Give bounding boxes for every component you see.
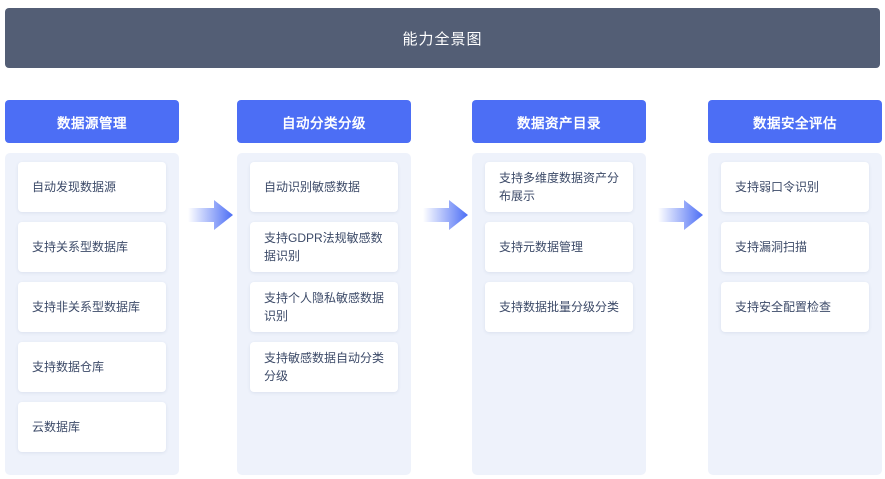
capability-card[interactable]: 支持GDPR法规敏感数据识别 xyxy=(250,222,398,272)
column-header-1[interactable]: 自动分类分级 xyxy=(237,100,411,143)
capability-card[interactable]: 自动发现数据源 xyxy=(18,162,166,212)
capability-card-label: 支持弱口令识别 xyxy=(735,180,820,194)
capability-card-label: 支持数据仓库 xyxy=(32,360,105,374)
capability-card[interactable]: 支持多维度数据资产分布展示 xyxy=(485,162,633,212)
flow-arrow-icon xyxy=(423,198,469,232)
capability-card-label: 支持元数据管理 xyxy=(499,240,584,254)
column-header-2[interactable]: 数据资产目录 xyxy=(472,100,646,143)
capability-card[interactable]: 支持关系型数据库 xyxy=(18,222,166,272)
capability-card-label: 支持关系型数据库 xyxy=(32,240,129,254)
capability-column-data-security-assessment: 数据安全评估 支持弱口令识别 支持漏洞扫描 支持安全配置检查 xyxy=(708,100,882,475)
capability-card[interactable]: 支持安全配置检查 xyxy=(721,282,869,332)
column-header-0[interactable]: 数据源管理 xyxy=(5,100,179,143)
column-header-3[interactable]: 数据安全评估 xyxy=(708,100,882,143)
flow-arrow-icon xyxy=(188,198,234,232)
capability-card-label: 支持多维度数据资产分布展示 xyxy=(499,171,620,203)
capability-card-label: 自动发现数据源 xyxy=(32,180,117,194)
capability-card[interactable]: 支持数据批量分级分类 xyxy=(485,282,633,332)
column-body-0: 自动发现数据源 支持关系型数据库 支持非关系型数据库 支持数据仓库 云数据库 xyxy=(5,153,179,475)
flow-arrow-icon xyxy=(658,198,704,232)
diagram-title: 能力全景图 xyxy=(402,30,483,48)
capability-column-data-source-management: 数据源管理 自动发现数据源 支持关系型数据库 支持非关系型数据库 支持数据仓库 … xyxy=(5,100,179,475)
capability-card[interactable]: 自动识别敏感数据 xyxy=(250,162,398,212)
capability-card-label: 自动识别敏感数据 xyxy=(264,180,361,194)
capability-card[interactable]: 支持元数据管理 xyxy=(485,222,633,272)
capability-card-label: 云数据库 xyxy=(32,420,81,434)
column-body-2: 支持多维度数据资产分布展示 支持元数据管理 支持数据批量分级分类 xyxy=(472,153,646,475)
capability-column-auto-classification: 自动分类分级 自动识别敏感数据 支持GDPR法规敏感数据识别 支持个人隐私敏感数… xyxy=(237,100,411,475)
capability-card-label: 支持数据批量分级分类 xyxy=(499,300,620,314)
capability-card-label: 支持非关系型数据库 xyxy=(32,300,141,314)
capability-card[interactable]: 支持个人隐私敏感数据识别 xyxy=(250,282,398,332)
capability-card[interactable]: 支持敏感数据自动分类分级 xyxy=(250,342,398,392)
capability-card-label: 支持个人隐私敏感数据识别 xyxy=(264,291,385,323)
column-body-1: 自动识别敏感数据 支持GDPR法规敏感数据识别 支持个人隐私敏感数据识别 支持敏… xyxy=(237,153,411,475)
capability-column-data-asset-catalog: 数据资产目录 支持多维度数据资产分布展示 支持元数据管理 支持数据批量分级分类 xyxy=(472,100,646,475)
capability-card[interactable]: 支持弱口令识别 xyxy=(721,162,869,212)
capability-card-label: 支持漏洞扫描 xyxy=(735,240,808,254)
capability-card[interactable]: 云数据库 xyxy=(18,402,166,452)
capability-columns: 数据源管理 自动发现数据源 支持关系型数据库 支持非关系型数据库 支持数据仓库 … xyxy=(0,100,885,479)
capability-card-label: 支持敏感数据自动分类分级 xyxy=(264,351,385,383)
capability-card-label: 支持安全配置检查 xyxy=(735,300,832,314)
capability-card[interactable]: 支持非关系型数据库 xyxy=(18,282,166,332)
capability-card[interactable]: 支持漏洞扫描 xyxy=(721,222,869,272)
capability-card-label: 支持GDPR法规敏感数据识别 xyxy=(264,231,383,263)
diagram-banner: 能力全景图 xyxy=(5,8,880,68)
capability-card[interactable]: 支持数据仓库 xyxy=(18,342,166,392)
column-body-3: 支持弱口令识别 支持漏洞扫描 支持安全配置检查 xyxy=(708,153,882,475)
